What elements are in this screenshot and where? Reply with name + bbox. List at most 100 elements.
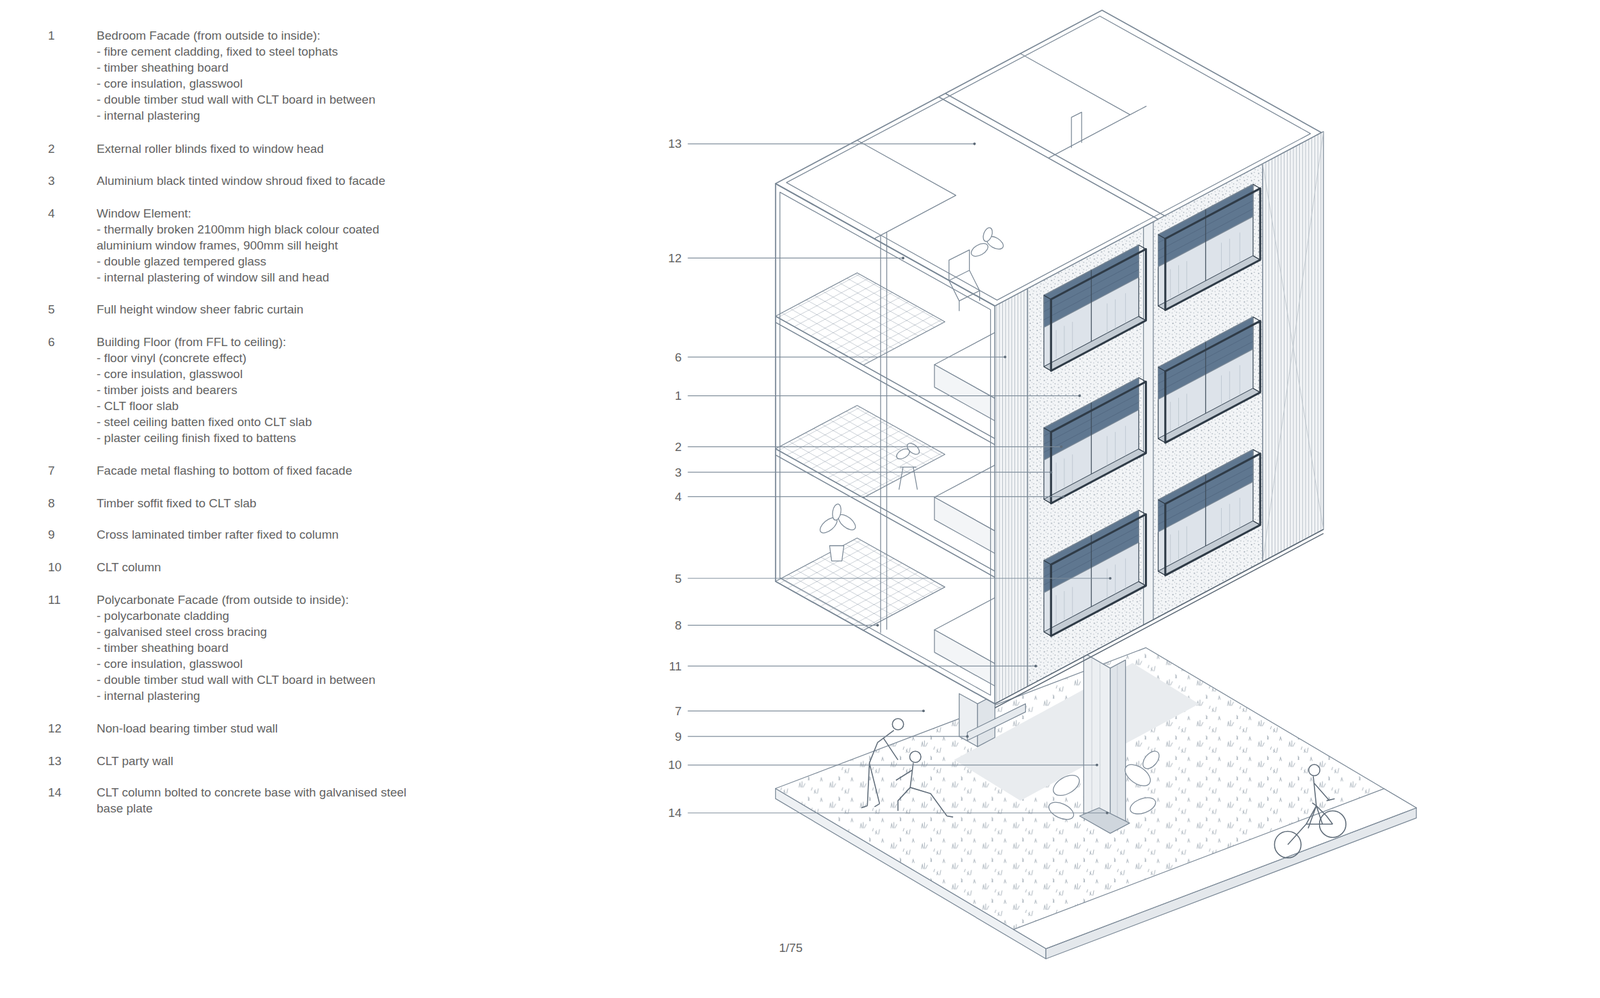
legend-text: - double timber stud wall with CLT board… xyxy=(96,672,424,688)
leader-dot xyxy=(1109,577,1112,580)
legend-number: 14 xyxy=(48,784,62,801)
leader-dot xyxy=(901,256,905,260)
legend-text: Full height window sheer fabric curtain xyxy=(96,301,424,318)
window-element xyxy=(1158,449,1261,576)
leaf xyxy=(1127,794,1158,818)
window-element xyxy=(1158,184,1261,311)
polycarbonate-facade xyxy=(995,288,1028,704)
facade xyxy=(995,131,1324,709)
legend-text: - timber joists and bearers xyxy=(96,382,424,399)
leader-line xyxy=(688,144,1111,814)
legend-text: - core insulation, glasswool xyxy=(96,366,424,383)
person xyxy=(896,763,953,818)
cyclist xyxy=(1308,776,1329,829)
legend-text: Facade metal flashing to bottom of fixed… xyxy=(96,462,424,479)
legend-item: Full height window sheer fabric curtain xyxy=(96,301,424,318)
legend-number: 9 xyxy=(48,526,56,543)
legend-item: Non-load bearing timber stud wall xyxy=(96,720,424,737)
leader-dot xyxy=(965,735,969,738)
leader-dot xyxy=(1034,664,1037,668)
legend-item: Facade metal flashing to bottom of fixed… xyxy=(96,462,424,479)
people xyxy=(861,718,1346,859)
wall-frame xyxy=(775,183,996,704)
legend-number: 5 xyxy=(48,301,56,318)
window-element xyxy=(1043,510,1146,637)
polycarbonate-facade xyxy=(1262,131,1324,562)
legend-text: Building Floor (from FFL to ceiling): xyxy=(96,334,424,351)
leader-dot xyxy=(1078,394,1081,398)
legend-text: - polycarbonate cladding xyxy=(96,608,424,624)
legend-item: Polycarbonate Facade (from outside to in… xyxy=(96,592,424,704)
leaf xyxy=(968,241,991,260)
legend-text: - double timber stud wall with CLT board… xyxy=(96,91,424,108)
leader-dot xyxy=(922,709,925,713)
legend-number: 10 xyxy=(48,559,62,576)
legend-item: CLT party wall xyxy=(96,753,424,770)
legend-text: - timber sheathing board xyxy=(96,59,424,76)
callout-number: 3 xyxy=(643,464,682,481)
window-element xyxy=(1043,245,1146,372)
legend-item: Bedroom Facade (from outside to inside):… xyxy=(96,27,424,124)
callout-number: 2 xyxy=(643,439,682,456)
wall-frame xyxy=(780,192,991,696)
legend-item: External roller blinds fixed to window h… xyxy=(96,140,424,157)
legend-number: 1 xyxy=(48,27,56,44)
person xyxy=(909,751,921,763)
leaf xyxy=(981,226,995,243)
legend-number: 2 xyxy=(48,140,56,157)
callout-number: 7 xyxy=(643,703,682,720)
legend-text: CLT column bolted to concrete base with … xyxy=(96,784,424,817)
party-wall xyxy=(938,93,1165,220)
leaf xyxy=(831,503,843,521)
legend-text: - internal plastering xyxy=(96,688,424,704)
legend-item: CLT column xyxy=(96,559,424,576)
leader-dot xyxy=(1059,445,1063,448)
legend-item: Window Element:- thermally broken 2100mm… xyxy=(96,205,424,286)
callout-number: 5 xyxy=(643,570,682,587)
callout-number: 13 xyxy=(643,135,682,152)
legend-text: Cross laminated timber rafter fixed to c… xyxy=(96,526,424,543)
scale-note: 1/75 xyxy=(778,940,803,957)
legend-text: - galvanised steel cross bracing xyxy=(96,624,424,640)
chair xyxy=(949,250,980,312)
legend-text: - fibre cement cladding, fixed to steel … xyxy=(96,43,424,60)
leader-dot xyxy=(1061,495,1065,498)
person xyxy=(892,718,904,731)
leader-lines xyxy=(688,142,1112,815)
legend-number: 6 xyxy=(48,334,56,351)
leader-dot xyxy=(876,142,1112,815)
column xyxy=(1110,660,1126,832)
rafter xyxy=(967,704,1026,741)
stud-wall xyxy=(886,231,888,630)
leader-dot xyxy=(1049,471,1053,474)
stool xyxy=(899,467,918,490)
callout-number: 6 xyxy=(643,349,682,366)
wood-grain xyxy=(1091,657,1118,827)
leader-dot xyxy=(1095,764,1099,767)
legend-item: CLT column bolted to concrete base with … xyxy=(96,784,424,817)
legend-text: External roller blinds fixed to window h… xyxy=(96,140,424,157)
base-plate xyxy=(1079,808,1130,834)
legend-text: CLT column xyxy=(96,559,424,576)
stud-wall xyxy=(880,235,881,634)
legend-number: 12 xyxy=(48,720,62,737)
legend-text: - plaster ceiling finish fixed to batten… xyxy=(96,430,424,447)
legend-number: 7 xyxy=(48,462,56,479)
legend-text: - core insulation, glasswool xyxy=(96,656,424,672)
indoor-plant xyxy=(817,226,1006,562)
grass-ground xyxy=(775,647,1417,949)
legend-text: Timber soffit fixed to CLT slab xyxy=(96,495,424,512)
cyclist xyxy=(1308,764,1321,777)
callout-number: 4 xyxy=(643,488,682,505)
legend-text: - double glazed tempered glass xyxy=(96,253,424,270)
legend-text: - thermally broken 2100mm high black col… xyxy=(96,221,424,254)
person xyxy=(861,730,898,809)
legend-text: - CLT floor slab xyxy=(96,398,424,415)
legend-number: 11 xyxy=(48,592,61,608)
callout-number: 9 xyxy=(643,728,682,745)
legend-text: Bedroom Facade (from outside to inside): xyxy=(96,27,424,44)
callout-number: 11 xyxy=(643,658,682,675)
window-element xyxy=(1043,377,1146,504)
legend-text: Aluminium black tinted window shroud fix… xyxy=(96,172,424,189)
